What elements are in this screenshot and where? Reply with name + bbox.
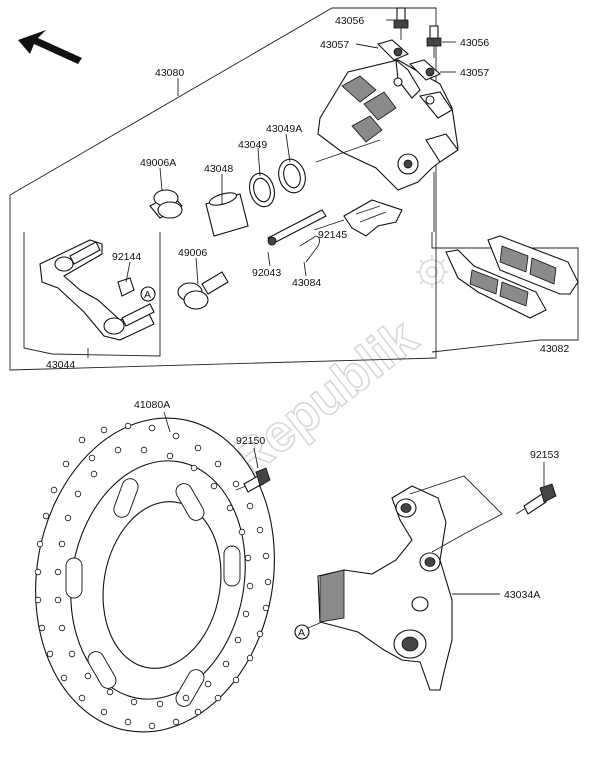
bracket-subgroup-boundary xyxy=(23,232,161,357)
part-number-labels: 43056 43056 43057 43057 43080 43049A 430… xyxy=(46,15,569,601)
bleed-valve-left xyxy=(393,7,409,40)
leader-lines xyxy=(87,19,545,629)
caliper-mount-bracket xyxy=(317,485,453,691)
label-43084: 43084 xyxy=(292,277,321,289)
mount-bolt xyxy=(515,483,557,515)
dust-seal xyxy=(278,158,306,194)
caliper-assembly-boundary xyxy=(9,7,437,371)
label-92150: 92150 xyxy=(236,435,265,447)
label-43049a: 43049A xyxy=(266,123,302,135)
label-43057-right: 43057 xyxy=(460,67,489,79)
disc-slots xyxy=(65,478,241,707)
label-43048: 43048 xyxy=(204,163,233,175)
pin-clip xyxy=(299,235,321,263)
callout-a-lower-marker: A xyxy=(294,624,310,640)
label-43049: 43049 xyxy=(238,139,267,151)
slide-pin-boot-upper xyxy=(149,189,183,219)
caliper-bracket xyxy=(39,239,155,341)
brake-disc xyxy=(34,417,275,733)
caliper-body xyxy=(317,58,459,191)
label-43057-left: 43057 xyxy=(320,39,349,51)
pad-pin xyxy=(267,209,327,246)
label-43056-right: 43056 xyxy=(460,37,489,49)
bracket-clip xyxy=(117,277,135,297)
label-92145: 92145 xyxy=(318,229,347,241)
label-92043: 92043 xyxy=(252,267,281,279)
slide-pin-boot-lower xyxy=(177,271,229,310)
label-43044: 43044 xyxy=(46,359,75,371)
front-direction-arrow-icon xyxy=(18,30,82,64)
disc-holes xyxy=(34,422,272,730)
brake-pad-outer xyxy=(487,235,579,295)
bleed-valve-right xyxy=(426,25,442,58)
callout-a-upper-text: A xyxy=(144,289,151,301)
pad-spring xyxy=(343,199,403,237)
label-43034a: 43034A xyxy=(504,589,540,601)
label-92153: 92153 xyxy=(530,449,559,461)
label-92144: 92144 xyxy=(112,251,141,263)
disc-bolt xyxy=(235,467,271,493)
callout-a-upper-marker: A xyxy=(140,286,156,302)
callout-a-lower-text: A xyxy=(298,627,305,639)
bleed-cap-right xyxy=(408,59,442,81)
label-49006a: 49006A xyxy=(140,157,176,169)
piston xyxy=(205,192,249,237)
brake-pad-inner xyxy=(445,249,547,319)
watermark-gear-icon xyxy=(415,255,449,289)
label-41080a: 41080A xyxy=(134,399,170,411)
piston-seal xyxy=(248,172,276,208)
pad-set-boundary xyxy=(431,232,579,353)
label-43080: 43080 xyxy=(155,67,184,79)
bleed-cap-left xyxy=(376,39,410,61)
label-43082: 43082 xyxy=(540,343,569,355)
label-49006: 49006 xyxy=(178,247,207,259)
label-43056-left: 43056 xyxy=(335,15,364,27)
